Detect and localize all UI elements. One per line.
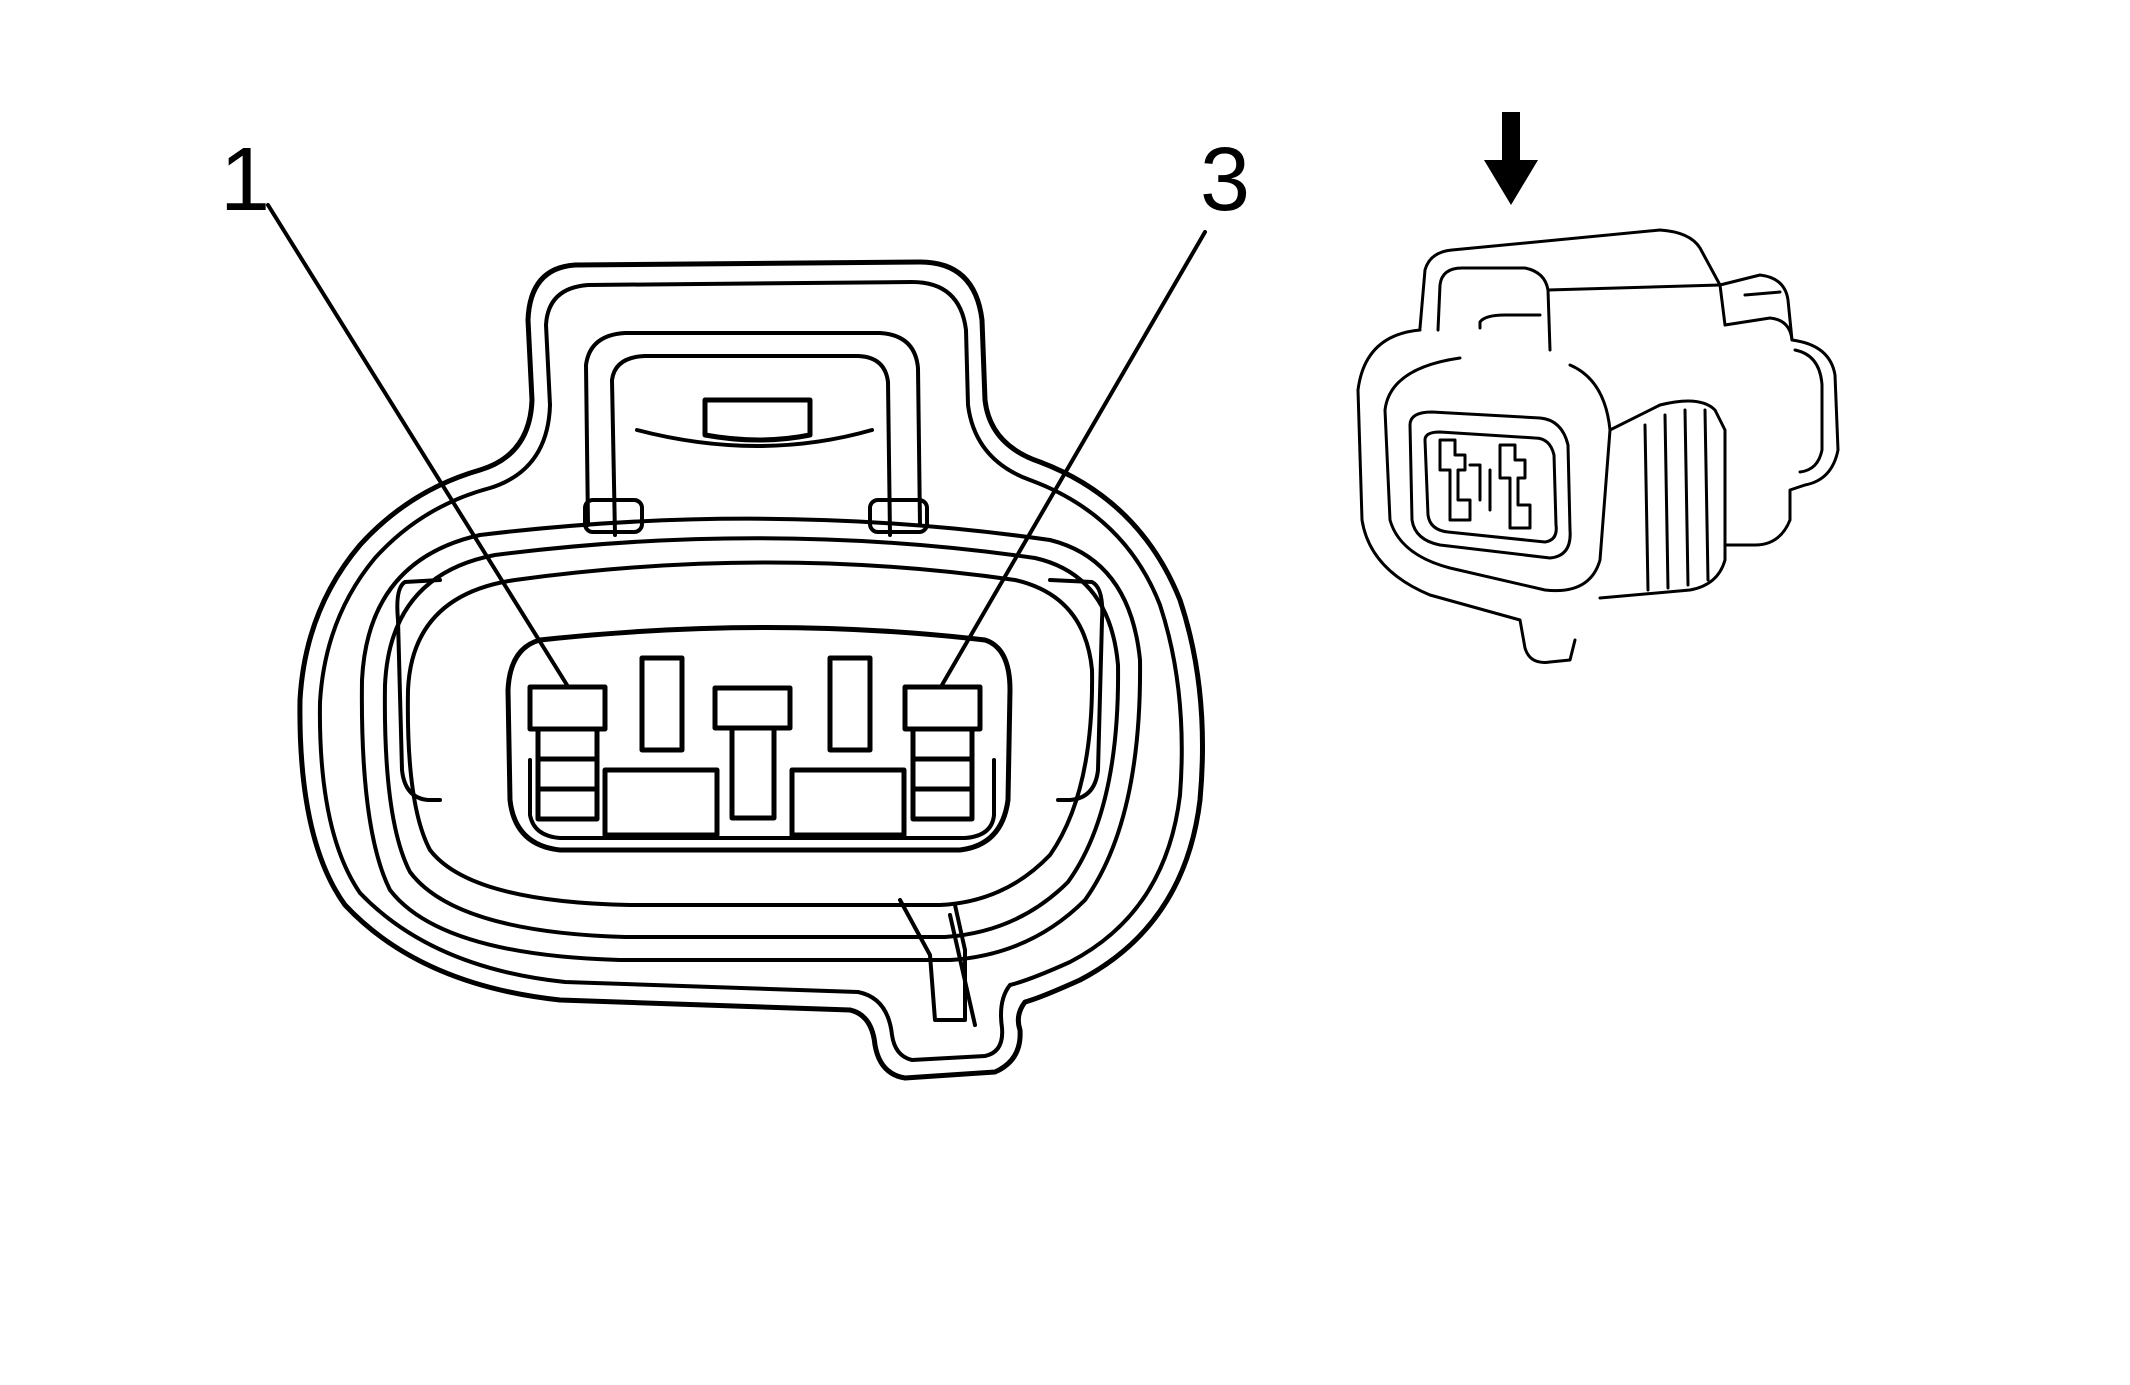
terminal-pin-3 — [902, 684, 983, 822]
drain-rib — [898, 898, 967, 1022]
iso-terminal-right — [1498, 443, 1532, 530]
iso-front-frame-inner — [1383, 356, 1612, 593]
cavity-inner-ledge — [528, 758, 996, 840]
lock-tab-inner — [610, 354, 892, 537]
pin-label-1: 1 — [220, 130, 270, 230]
iso-latch — [1478, 313, 1542, 330]
iso-front-opening-inner — [1423, 430, 1558, 544]
lock-tab-slot — [702, 397, 813, 443]
connector-face-view — [266, 203, 1207, 1081]
drain-rib-line — [948, 913, 977, 1027]
terminal-pin-2 — [712, 685, 793, 821]
lock-tab-leg-right — [868, 498, 929, 534]
terminal-block-right — [789, 767, 907, 838]
iso-front-opening — [1408, 410, 1572, 560]
iso-side-rib-1 — [1643, 423, 1650, 592]
side-pad-left — [395, 578, 442, 802]
iso-rear-cap — [1793, 348, 1824, 474]
iso-front-frame-outer — [1356, 328, 1577, 664]
iso-side-rib-3 — [1683, 408, 1690, 587]
connector-outer-shell — [297, 259, 1205, 1081]
iso-top-housing — [1418, 228, 1727, 330]
leader-line-pin-1 — [266, 203, 569, 687]
iso-rear-section — [1718, 273, 1840, 547]
pin-label-3: 3 — [1200, 130, 1250, 230]
iso-top-housing-inner — [1436, 266, 1552, 352]
iso-terminal-left — [1438, 438, 1472, 522]
iso-side-body — [1598, 399, 1727, 600]
connector-outer-shell-inner — [317, 280, 1184, 1062]
housing-ring-mid — [382, 536, 1121, 939]
side-pad-right — [1048, 578, 1105, 802]
key-rib-right — [827, 655, 873, 753]
iso-rear-detail — [1723, 290, 1794, 342]
leader-line-pin-3 — [940, 230, 1207, 687]
iso-terminal-detail — [1468, 463, 1492, 512]
terminal-pin-1 — [527, 684, 608, 822]
view-direction-arrow-down-icon — [1484, 112, 1538, 205]
iso-side-rib-2 — [1663, 413, 1670, 590]
key-rib-left — [639, 655, 685, 753]
connector-isometric-view — [1356, 228, 1840, 664]
housing-ring-outer — [359, 516, 1143, 962]
terminal-block-left — [602, 767, 720, 838]
terminal-cavity — [505, 625, 1013, 853]
lock-tab-outer — [584, 331, 922, 527]
iso-top-ridge — [1546, 283, 1722, 292]
housing-ring-inner — [405, 560, 1095, 907]
lock-tab-crossbar — [635, 428, 874, 448]
lock-tab-leg-left — [583, 498, 644, 534]
iso-side-rib-4 — [1703, 408, 1710, 582]
